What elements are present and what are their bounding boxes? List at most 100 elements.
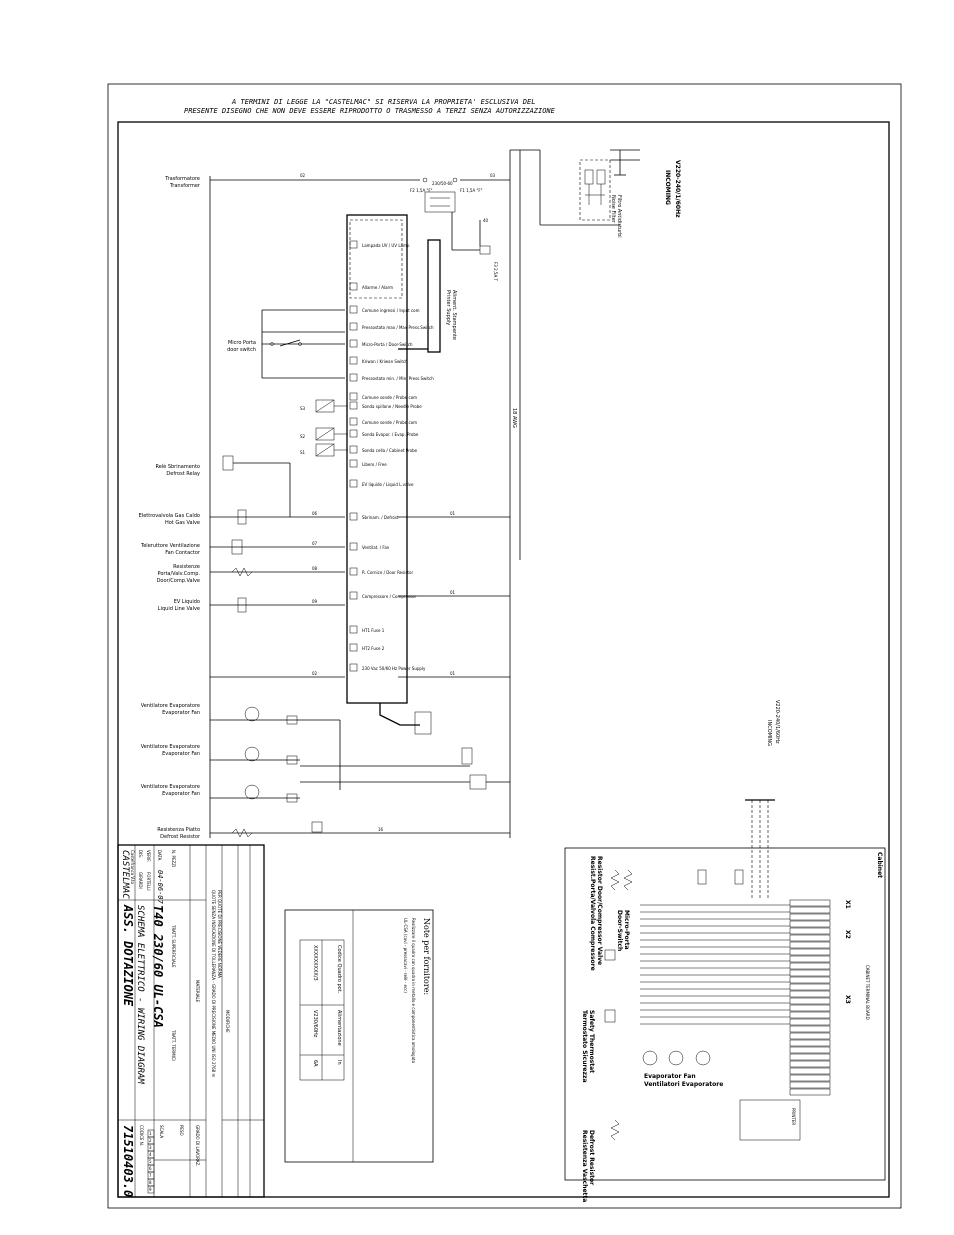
door-resistor-symbol [231,567,253,577]
controller-board [346,214,408,704]
cabinet-resistor-label-it: Resist.Porta/Valvola Compressore [589,856,596,971]
controller-row-label: Lampada UV / UV Lamp [362,243,410,248]
sheet-number: 2 [149,1138,152,1143]
terminal-block [789,1046,831,1054]
tb-code-label: CODICE N. [139,1125,144,1146]
controller-row-label: Libero / Free [362,462,387,467]
sheet-number: 7 [149,1173,152,1178]
terminal-block [789,976,831,984]
hot-gas-valve-coil [237,509,247,525]
km1-contacts [469,774,487,790]
printer-supply-cable [427,239,441,353]
sheet-number: 6 [149,1166,152,1171]
controller-relay-section [349,219,403,299]
notes-line-1: Realizzare il quadro con quadro in metal… [411,918,416,1064]
fan-capacitor [286,755,298,765]
defrost-relay-label-en: Defrost Relay [166,471,200,477]
terminal-block [789,1032,831,1040]
sheet-inner-frame [117,121,890,1198]
cabinet-defrost-it: Resistenza Vaschetta [581,1130,588,1202]
terminal-block [789,955,831,963]
display-ribbon [379,703,420,726]
tb-scale-label: SCALA [159,1125,164,1138]
defrost-resistor-label-en: Defrost Resistor [160,834,201,840]
cabinet-micro-porta-en: Door-Switch [616,910,623,951]
evap-fan-1-label-en: Evaporator Fan [162,710,200,716]
notes-td-power: V230/60Hz [312,1010,318,1038]
cabinet-safety-thermostat [604,1009,616,1023]
door-resistor-label-2: Porta/Valv.Comp. [158,571,201,577]
printer-supply-label-en: Printer Supply [445,290,451,325]
liquid-line-coil [237,597,247,613]
controller-row-label: Sbrinam. / Defrost [362,515,399,520]
incoming-label: INCOMING [664,170,671,205]
controller-row-label: Kriwan / Kriwan Switch [362,359,408,364]
terminal-block [789,941,831,949]
cabinet-incoming-voltage: V220-240/1/60Hz [774,700,780,744]
terminal-block [789,1018,831,1026]
cabinet-printer-box [739,1099,801,1141]
controller-terminal [349,663,358,672]
fan-motor-icon [244,746,260,762]
notes-title: Note per fornitore: [422,918,431,995]
controller-row-label: Comune ingressi / Input com [362,308,420,313]
controller-terminal [349,401,358,410]
controller-terminal [349,322,358,331]
fuse2-label: F2 1,5A "F" [410,188,433,193]
fan-contactor-label-it: Teleruttore Ventilazione [140,543,200,549]
cabinet-hot-gas-valve [697,869,707,885]
tb-surface-label: TRATT. SUPERFICIALE [171,924,176,968]
tb-location: Castelfranco V.to [130,850,135,884]
terminal-block [789,948,831,956]
terminal-block [789,1081,831,1089]
wire-num-40: 40 [483,218,489,223]
transformer-label-en: Transformer [169,183,201,189]
controller-terminal [349,512,358,521]
sheet-number: 1 [149,1131,152,1136]
copyright-line-1: A TERMINI DI LEGGE LA "CASTELMAC" SI RIS… [231,98,535,106]
terminal-block [789,913,831,921]
defrost-relay-coil [222,455,234,471]
terminal-block [789,1039,831,1047]
terminal-block [789,934,831,942]
hot-gas-label-it: Elettrovalvola Gas Caldo [139,513,200,519]
tb-tolerance: QUOTE SENZA INDICAZIONE DI TOLLERANZA - … [211,890,216,1077]
cabinet-safety-en: Safety Thermostat [588,1010,595,1073]
fuse3-label: F3 2,5A T [493,262,498,281]
sheet-number: 9 [149,1187,152,1192]
fan-motor-icon [244,706,260,722]
controller-row-label: Comune sonde / Probe com [362,395,417,400]
cabinet-box [564,847,886,1181]
controller-terminal [349,339,358,348]
cabinet-resistor-1 [610,869,620,891]
probe-s1-label: S1 [300,450,306,455]
controller-terminal [349,591,358,600]
notes-th-code: Codice Quadro pot. [336,945,342,994]
evap-fan-3-label-en: Evaporator Fan [162,791,200,797]
controller-terminal [349,567,358,576]
controller-terminal [349,445,358,454]
tb-checked: FORTELLI [146,872,151,891]
tb-company: CASTELMAC [120,850,130,899]
controller-row-label: EV liquido / Liquid L.valve [362,482,414,487]
terminal-x1: X1 [844,900,851,909]
controller-terminal [349,305,358,314]
door-switch-blade [279,339,301,347]
controller-row-label: Allarme / Alarm [362,285,393,290]
cabinet-incoming-label: INCOMING [766,720,772,746]
transformer-code: 230/50-60 [432,181,453,186]
terminal-block [789,906,831,914]
terminal-block [789,1025,831,1033]
sheet-number-cell [147,1185,155,1194]
cabinet-micro-porta-it: Micro-Porta [623,910,630,950]
probe-s3-label: S3 [300,406,306,411]
cabinet-wiring [640,904,790,1025]
evap-fan-3-label-it: Ventilatore Evaporatore [141,784,200,790]
wire-num-01-b: 01 [450,590,456,595]
probe-s3 [315,399,348,413]
fan-capacitor [286,715,298,725]
terminal-block [789,1067,831,1075]
cabinet-title: Cabinet [876,852,883,878]
terminal-board-label: CABINET TERMINAL BOARD [865,965,870,1020]
